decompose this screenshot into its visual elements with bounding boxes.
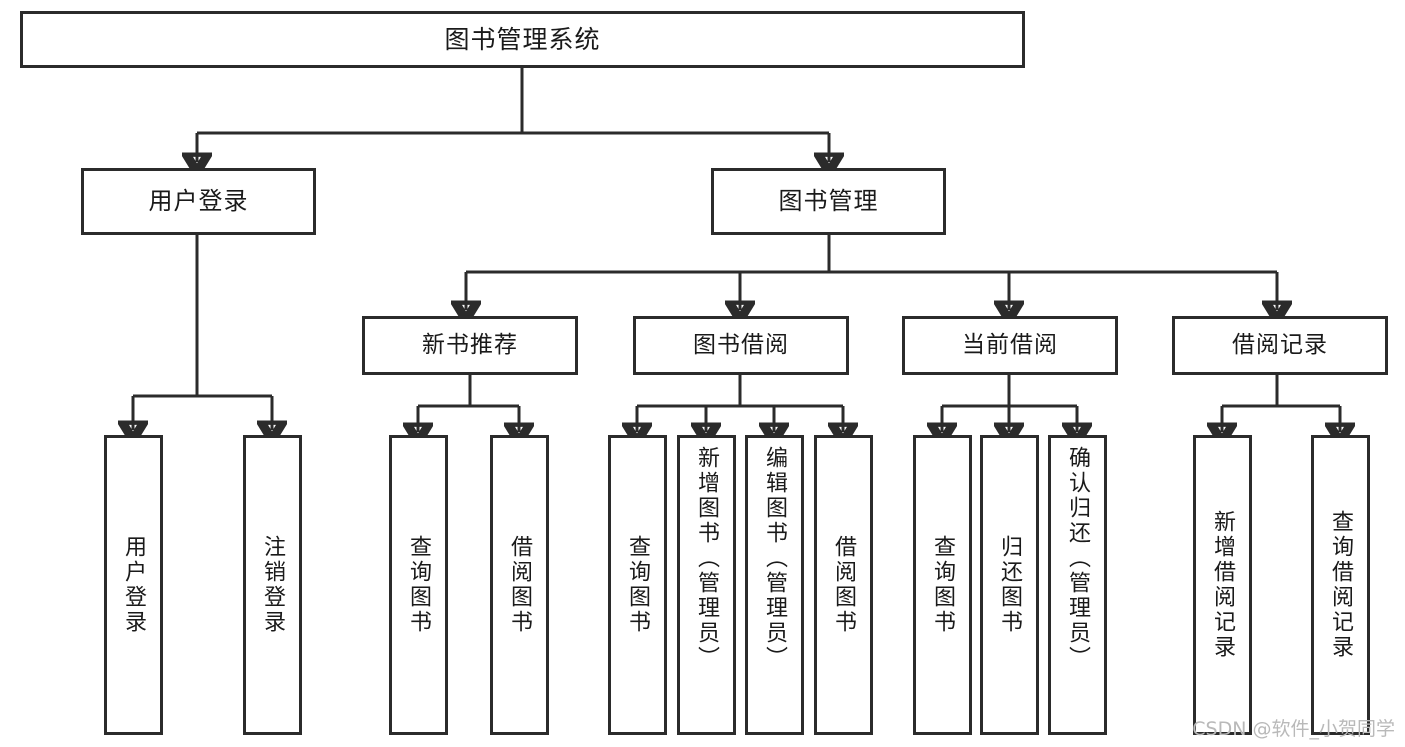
leaf-borrow-book-recommend[interactable]: 借阅图书 bbox=[490, 435, 549, 735]
leaf-query-book-recommend[interactable]: 查询图书 bbox=[389, 435, 448, 735]
node-label: 借阅记录 bbox=[1232, 331, 1328, 358]
node-label: 借阅图书 bbox=[831, 535, 857, 635]
node-new-book-recommend[interactable]: 新书推荐 bbox=[362, 316, 578, 375]
node-current-borrow[interactable]: 当前借阅 bbox=[902, 316, 1118, 375]
leaf-user-login[interactable]: 用户登录 bbox=[104, 435, 163, 735]
node-borrow-record[interactable]: 借阅记录 bbox=[1172, 316, 1388, 375]
node-label: 新增借阅记录 bbox=[1210, 510, 1236, 660]
leaf-query-book-borrow[interactable]: 查询图书 bbox=[608, 435, 667, 735]
node-label: 查询图书 bbox=[406, 535, 432, 635]
node-book-management[interactable]: 图书管理 bbox=[711, 168, 946, 235]
node-book-borrow[interactable]: 图书借阅 bbox=[633, 316, 849, 375]
node-label: 查询图书 bbox=[930, 535, 956, 635]
watermark: CSDN @软件_小贺同学 bbox=[1192, 718, 1395, 740]
node-user-login[interactable]: 用户登录 bbox=[81, 168, 316, 235]
leaf-query-book-current[interactable]: 查询图书 bbox=[913, 435, 972, 735]
node-label: 图书借阅 bbox=[693, 331, 789, 358]
node-label: 借阅图书 bbox=[507, 535, 533, 635]
leaf-edit-book-admin[interactable]: 编辑图书（管理员） bbox=[745, 435, 804, 735]
node-root-system[interactable]: 图书管理系统 bbox=[20, 11, 1025, 68]
node-label: 查询借阅记录 bbox=[1328, 510, 1354, 660]
node-label: 确认归还（管理员） bbox=[1065, 446, 1091, 671]
node-label: 图书管理 bbox=[778, 187, 879, 216]
node-label: 注销登录 bbox=[260, 535, 286, 635]
node-label: 图书管理系统 bbox=[444, 24, 601, 54]
node-label: 查询图书 bbox=[625, 535, 651, 635]
node-label: 用户登录 bbox=[121, 535, 147, 635]
node-label: 当前借阅 bbox=[962, 331, 1058, 358]
node-label: 新增图书（管理员） bbox=[694, 446, 720, 671]
node-label: 新书推荐 bbox=[422, 331, 518, 358]
leaf-add-book-admin[interactable]: 新增图书（管理员） bbox=[677, 435, 736, 735]
node-label: 归还图书 bbox=[997, 535, 1023, 635]
leaf-add-borrow-record[interactable]: 新增借阅记录 bbox=[1193, 435, 1252, 735]
leaf-borrow-book[interactable]: 借阅图书 bbox=[814, 435, 873, 735]
node-label: 用户登录 bbox=[148, 187, 249, 216]
leaf-query-borrow-record[interactable]: 查询借阅记录 bbox=[1311, 435, 1370, 735]
leaf-logout[interactable]: 注销登录 bbox=[243, 435, 302, 735]
leaf-confirm-return-admin[interactable]: 确认归还（管理员） bbox=[1048, 435, 1107, 735]
leaf-return-book[interactable]: 归还图书 bbox=[980, 435, 1039, 735]
node-label: 编辑图书（管理员） bbox=[762, 446, 788, 671]
